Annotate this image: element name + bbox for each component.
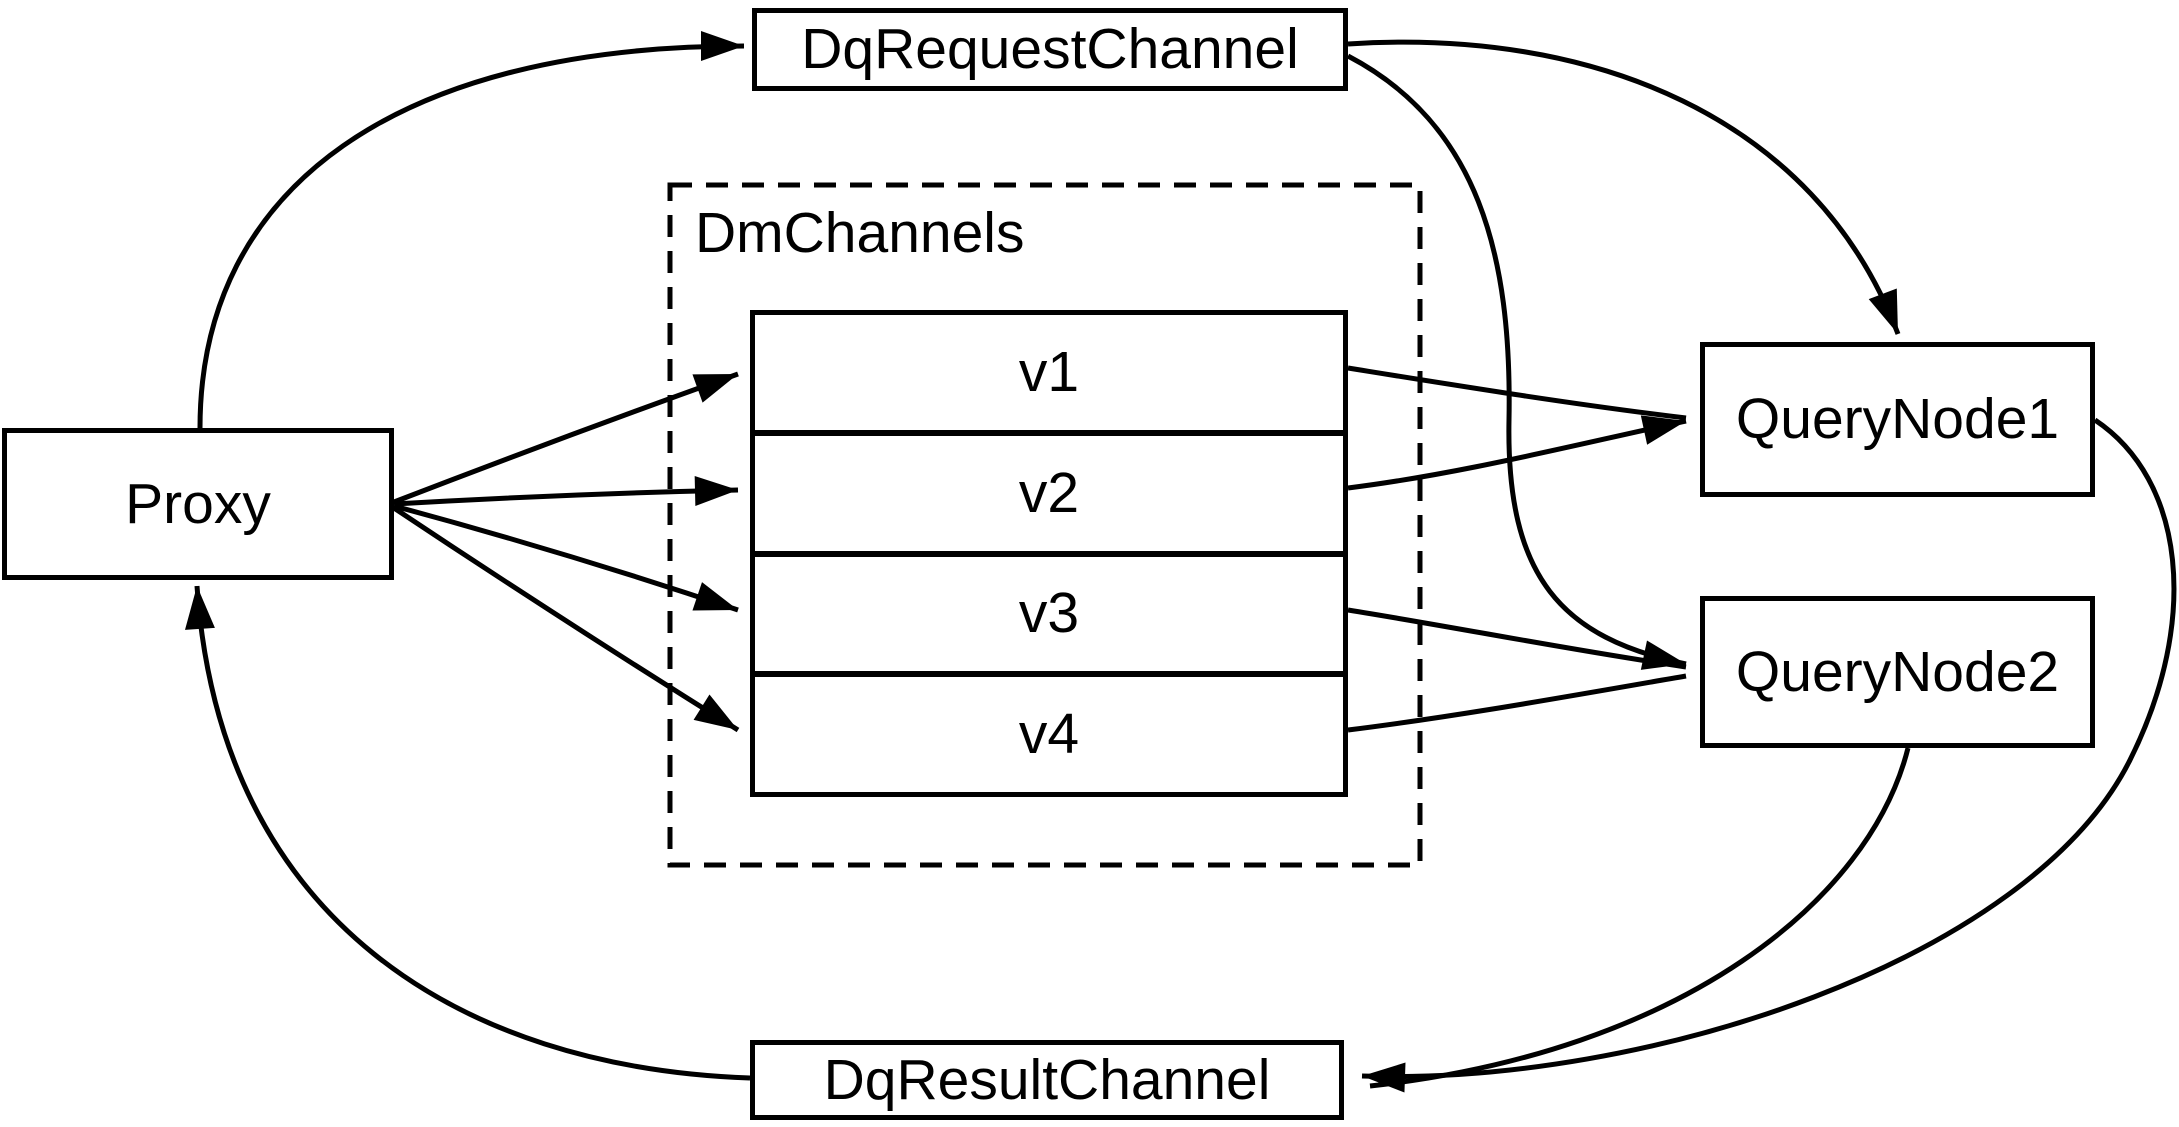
channel-row-v4: v4: [755, 671, 1343, 792]
channel-row-v1-label: v1: [1018, 339, 1080, 404]
edge-v3-to-querynode2: [1347, 607, 1687, 670]
edge-proxy-to-v2: [393, 475, 739, 507]
edge-proxy-to-v3: [393, 503, 739, 613]
node-dq-result-channel: DqResultChannel: [750, 1040, 1344, 1120]
channel-row-v4-label: v4: [1018, 702, 1080, 767]
edge-dqresultchannel-to-proxy: [185, 585, 751, 1081]
dm-channel-table: v1 v2 v3 v4: [750, 310, 1348, 797]
node-proxy-label: Proxy: [125, 471, 271, 536]
edge-v4-to-querynode2: [1347, 673, 1687, 733]
edge-dqrequestchannel-to-querynode2: [1346, 53, 1687, 670]
node-query-node-1: QueryNode1: [1700, 342, 2095, 497]
edge-v2-to-querynode1: [1347, 415, 1687, 491]
edge-proxy-to-v4: [392, 505, 740, 733]
node-query-node-1-label: QueryNode1: [1735, 387, 2060, 451]
node-query-node-2-label: QueryNode2: [1735, 639, 2060, 704]
edge-querynode2-to-dqresultchannel: [1369, 747, 1911, 1089]
node-dq-result-channel-label: DqResultChannel: [823, 1047, 1271, 1112]
node-dq-request-channel: DqRequestChannel: [752, 8, 1348, 91]
channel-row-v3: v3: [755, 550, 1343, 672]
dm-channels-group-label: DmChannels: [695, 201, 1025, 265]
edge-proxy-to-dqrequestchannel: [197, 31, 745, 429]
node-dq-request-channel-label: DqRequestChannel: [801, 17, 1299, 81]
edge-querynode1-to-dqresultchannel: [1361, 417, 2177, 1093]
dm-channels-group-border: [667, 182, 1423, 868]
channel-row-v2-label: v2: [1018, 460, 1080, 525]
node-query-node-2: QueryNode2: [1700, 596, 2095, 748]
channel-row-v3-label: v3: [1018, 581, 1080, 646]
edge-v1-to-querynode1: [1347, 365, 1687, 421]
edge-dqrequestchannel-to-querynode1: [1347, 39, 1901, 335]
channel-row-v1: v1: [755, 315, 1343, 430]
edge-proxy-to-v1: [393, 371, 739, 505]
channel-row-v2: v2: [755, 429, 1343, 551]
node-proxy: Proxy: [2, 428, 394, 580]
